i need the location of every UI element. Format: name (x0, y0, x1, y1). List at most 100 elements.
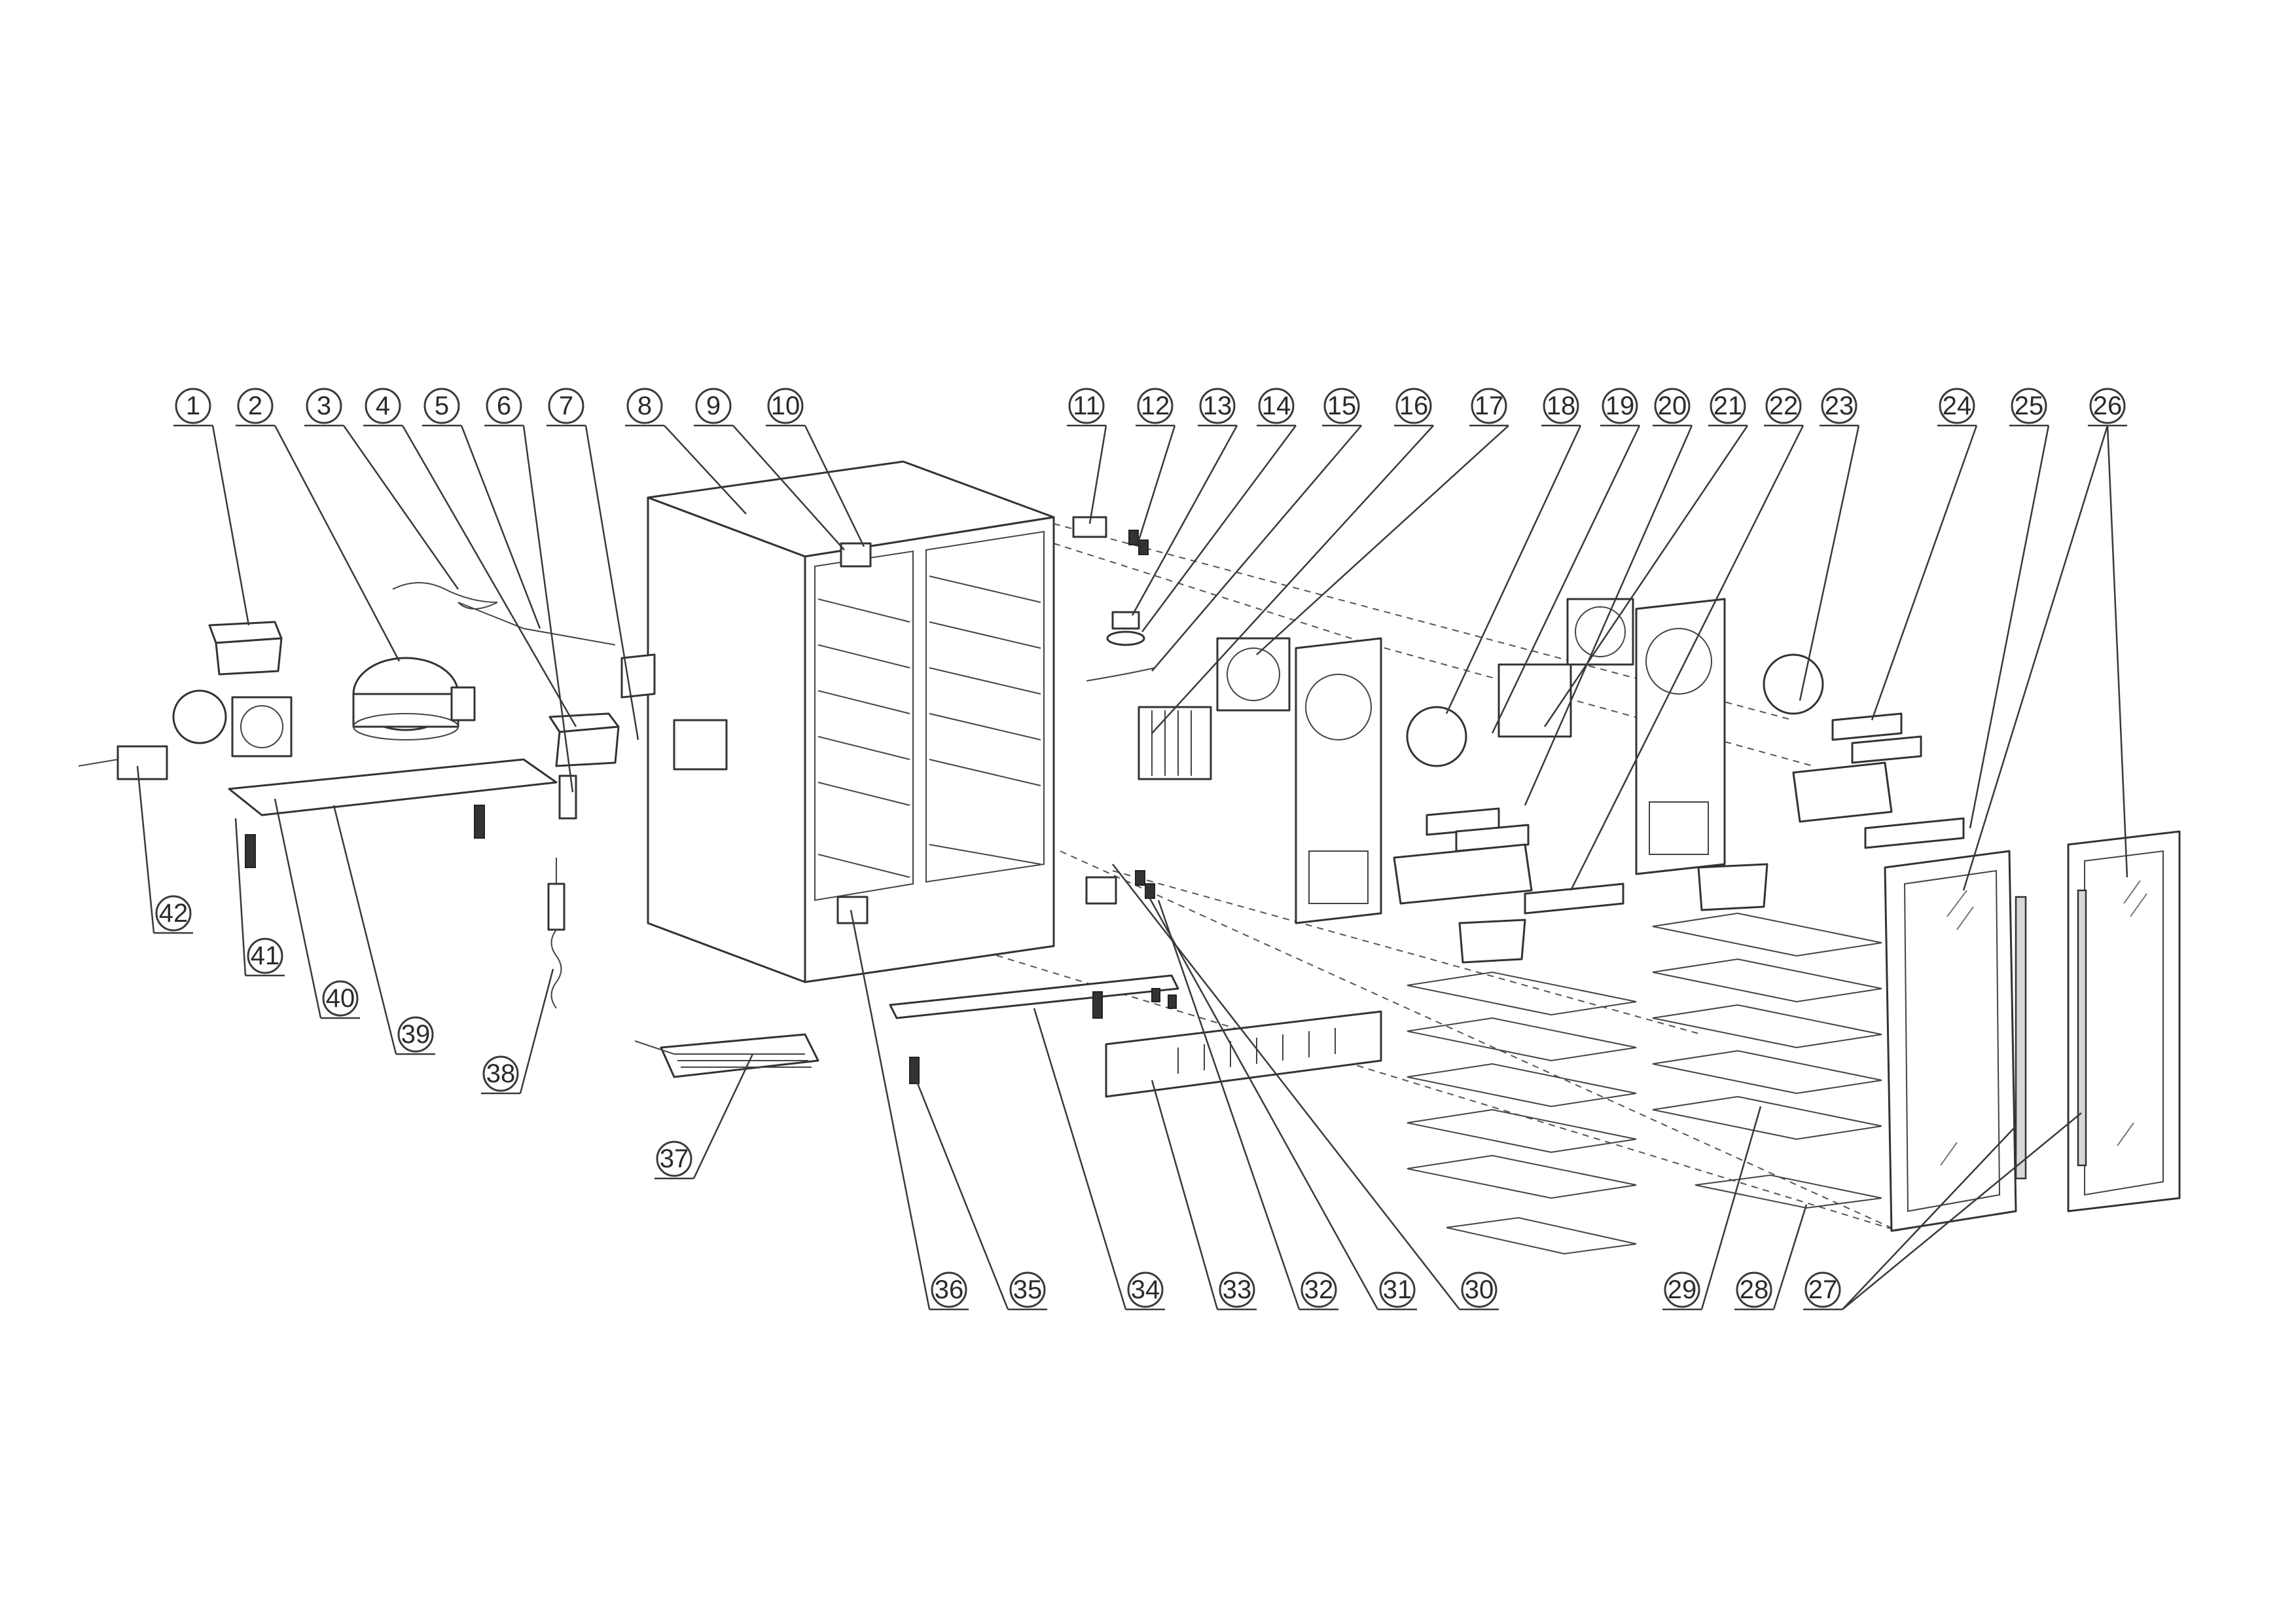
svg-text:22: 22 (1769, 392, 1799, 420)
callout-8: 8 (626, 388, 663, 424)
part-drawings (78, 460, 2181, 1255)
svg-text:39: 39 (401, 1020, 431, 1049)
foot-right (474, 805, 485, 839)
svg-text:34: 34 (1131, 1275, 1160, 1304)
svg-text:23: 23 (1825, 392, 1854, 420)
callout-36: 36 (931, 1271, 967, 1308)
fan-right-interior-blade (1575, 606, 1626, 657)
svg-text:41: 41 (251, 941, 280, 970)
svg-text:32: 32 (1304, 1275, 1334, 1304)
base-plate (228, 758, 558, 816)
svg-text:5: 5 (435, 392, 449, 420)
rear-panel-left (1295, 637, 1382, 924)
svg-text:36: 36 (935, 1275, 964, 1304)
control-box (548, 712, 620, 767)
fan-guard-mid (1406, 706, 1467, 767)
callout-18: 18 (1543, 388, 1579, 424)
mounting-plate-b (673, 719, 728, 771)
callout-25: 25 (2011, 388, 2047, 424)
svg-text:1: 1 (186, 392, 200, 420)
svg-text:35: 35 (1013, 1275, 1043, 1304)
callout-16: 16 (1395, 388, 1432, 424)
callout-31: 31 (1379, 1271, 1416, 1308)
rear-panel-right-vent (1649, 801, 1709, 855)
svg-text:9: 9 (706, 392, 721, 420)
display-strip-left (1524, 883, 1624, 915)
svg-text:14: 14 (1262, 392, 1291, 420)
lamp-cover (1111, 611, 1140, 630)
svg-text:16: 16 (1399, 392, 1429, 420)
svg-text:2: 2 (248, 392, 262, 420)
svg-text:38: 38 (486, 1059, 516, 1088)
callout-17: 17 (1471, 388, 1507, 424)
callout-34: 34 (1127, 1271, 1164, 1308)
water-tray-right (1697, 863, 1768, 911)
fan-left-blade (240, 705, 283, 748)
relay-bracket (558, 775, 577, 820)
svg-text:3: 3 (317, 392, 331, 420)
callout-7: 7 (548, 388, 584, 424)
svg-text:15: 15 (1327, 392, 1357, 420)
callout-29: 29 (1664, 1271, 1700, 1308)
bottom-condenser (634, 1033, 819, 1078)
callout-26: 26 (2089, 388, 2126, 424)
lamp-gasket (1106, 630, 1145, 646)
glass-door-right (2067, 830, 2181, 1213)
svg-text:7: 7 (559, 392, 573, 420)
callout-22: 22 (1765, 388, 1802, 424)
callout-9: 9 (695, 388, 732, 424)
water-tray-mid (1458, 919, 1526, 964)
fan-right-interior (1566, 598, 1634, 666)
svg-text:27: 27 (1808, 1275, 1838, 1304)
control-bracket-left (1393, 843, 1533, 905)
callouts: 1 2 3 4 5 6 7 8 9 10 11 12 13 14 15 16 1… (155, 388, 2126, 1308)
rear-panel-left-vent (1308, 850, 1369, 904)
display-strip (1864, 817, 1965, 849)
fan-left-interior-blade (1227, 647, 1280, 701)
callout-38: 38 (482, 1055, 519, 1092)
rear-panel-right-hole (1645, 628, 1712, 695)
callout-1: 1 (175, 388, 211, 424)
bottom-hinge-right (1085, 876, 1117, 905)
power-cord (392, 582, 616, 646)
callout-4: 4 (365, 388, 401, 424)
svg-text:4: 4 (376, 392, 390, 420)
compressor (352, 657, 476, 740)
evaporator-right (1498, 663, 1572, 738)
water-tray (208, 621, 283, 676)
svg-text:13: 13 (1203, 392, 1232, 420)
svg-text:20: 20 (1658, 392, 1687, 420)
callout-35: 35 (1009, 1271, 1046, 1308)
callout-10: 10 (767, 388, 804, 424)
callout-20: 20 (1654, 388, 1691, 424)
svg-text:33: 33 (1223, 1275, 1252, 1304)
foot-left (245, 834, 256, 868)
callout-24: 24 (1939, 388, 1975, 424)
svg-text:37: 37 (660, 1144, 689, 1173)
callout-2: 2 (237, 388, 274, 424)
shelf-stack-left (1407, 971, 1637, 1255)
svg-text:24: 24 (1943, 392, 1972, 420)
callout-6: 6 (486, 388, 522, 424)
svg-text:21: 21 (1713, 392, 1743, 420)
callout-41: 41 (247, 938, 283, 974)
rear-panel-right (1635, 598, 1726, 875)
callout-23: 23 (1821, 388, 1857, 424)
callout-3: 3 (306, 388, 342, 424)
svg-text:11: 11 (1073, 392, 1100, 420)
callout-42: 42 (155, 895, 192, 932)
callout-15: 15 (1323, 388, 1360, 424)
glass-door-left (1884, 850, 2027, 1232)
svg-text:6: 6 (497, 392, 511, 420)
svg-text:17: 17 (1475, 392, 1504, 420)
sensor-wire-left (1086, 667, 1156, 682)
rear-panel-left-hole (1305, 674, 1372, 740)
svg-text:29: 29 (1668, 1275, 1697, 1304)
svg-text:8: 8 (637, 392, 652, 420)
callout-19: 19 (1602, 388, 1638, 424)
control-board-left-b (1455, 824, 1530, 852)
svg-text:28: 28 (1740, 1275, 1769, 1304)
front-grille (1105, 1010, 1382, 1098)
callout-13: 13 (1199, 388, 1236, 424)
cabinet-body (647, 460, 1055, 983)
